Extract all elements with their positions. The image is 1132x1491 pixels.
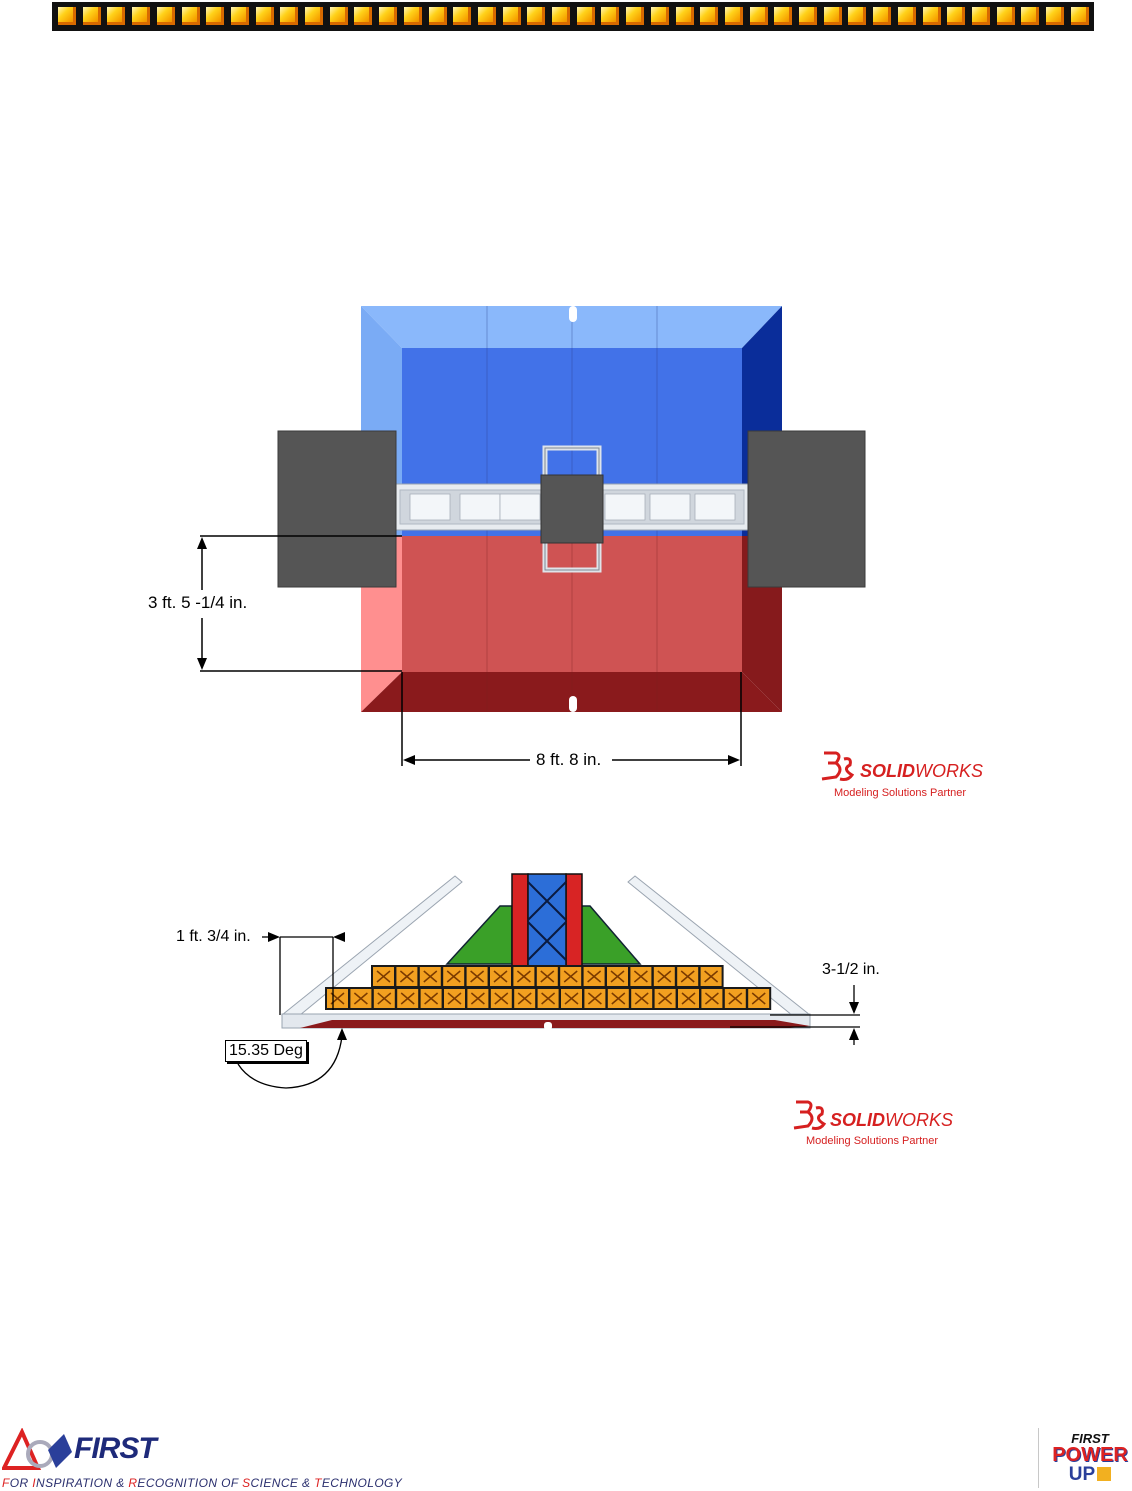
width-dimension (401, 672, 742, 766)
banner-square (58, 7, 76, 25)
first-tagline: FOR INSPIRATION & RECOGNITION OF SCIENCE… (2, 1476, 403, 1490)
banner-square (305, 7, 323, 25)
solidworks-watermark-2: SOLIDWORKS Modeling Solutions Partner (790, 1094, 970, 1154)
angle-label: 15.35 Deg (225, 1040, 307, 1062)
banner-square (280, 7, 299, 25)
banner-square (922, 7, 941, 25)
crate-stack (325, 965, 772, 1010)
top-banner (52, 2, 1094, 31)
right-bumper (747, 430, 866, 588)
banner-square (132, 7, 151, 25)
green-wedge-left (445, 905, 513, 965)
banner-square (774, 7, 793, 25)
thickness-label: 3-1/2 in. (822, 961, 880, 978)
banner-square (181, 7, 200, 25)
banner-square (82, 7, 101, 25)
banner-square (601, 7, 620, 25)
game-logo-power: POWER (1052, 1444, 1128, 1466)
watermark-brand-a: SOLID (830, 1110, 886, 1130)
banner-square (675, 7, 694, 25)
watermark-subtitle: Modeling Solutions Partner (806, 1135, 939, 1147)
banner-square (799, 7, 817, 25)
ds-logo-icon (793, 1100, 827, 1130)
banner-square (996, 7, 1015, 25)
banner-square (650, 7, 669, 25)
banner-square (897, 7, 916, 25)
bottom-notch (569, 696, 577, 712)
first-logo: FIRST (2, 1428, 182, 1472)
height-dimension (200, 535, 402, 672)
banner-square (329, 7, 348, 25)
top-view-drawing (197, 306, 866, 766)
banner-square (428, 7, 447, 25)
width-dimension-label: 8 ft. 8 in. (536, 750, 602, 769)
watermark-brand-b: WORKS (915, 761, 984, 781)
banner-square (156, 7, 175, 25)
red-bottom-bevel (361, 672, 782, 712)
ds-logo-icon (821, 751, 855, 781)
banner-square (749, 7, 768, 25)
side-red-plate (300, 1020, 810, 1028)
banner-square (971, 7, 990, 25)
first-logo-icon (2, 1428, 72, 1470)
banner-square (379, 7, 398, 25)
watermark-brand-a: SOLID (860, 761, 916, 781)
watermark-subtitle: Modeling Solutions Partner (834, 787, 967, 799)
banner-square (354, 7, 373, 25)
banner-square (823, 7, 842, 25)
banner-square (848, 7, 867, 25)
arrow-icon (1097, 1467, 1112, 1481)
red-pillar-left (511, 873, 529, 967)
green-wedge-right (577, 905, 642, 965)
banner-square (1021, 7, 1040, 25)
blue-top-bevel (361, 306, 782, 348)
red-pillar-right (565, 873, 583, 967)
footer-divider (1038, 1428, 1039, 1488)
banner-square (626, 7, 645, 25)
watermark-brand-b: WORKS (885, 1110, 954, 1130)
banner-square (576, 7, 595, 25)
game-logo-first: FIRST (1071, 1431, 1109, 1446)
banner-square (873, 7, 892, 25)
banner-square (552, 7, 570, 25)
banner-square (453, 7, 472, 25)
banner-square (477, 7, 496, 25)
banner-square (230, 7, 249, 25)
banner-square (527, 7, 546, 25)
scale-plate (540, 474, 604, 544)
top-notch (569, 306, 577, 322)
banner-square (1046, 7, 1064, 25)
side-view-drawing (237, 873, 860, 1089)
banner-square (724, 7, 743, 25)
banner-square (700, 7, 719, 25)
game-logo-up: UP (1052, 1465, 1128, 1484)
power-up-logo: FIRST POWER UP (1052, 1432, 1128, 1488)
solidworks-watermark: SOLIDWORKS Modeling Solutions Partner (818, 745, 998, 805)
left-bumper (277, 430, 397, 588)
banner-square (403, 7, 422, 25)
first-logo-text: FIRST (74, 1432, 157, 1465)
side-height-label: 1 ft. 3/4 in. (176, 928, 251, 945)
banner-square (107, 7, 126, 25)
banner-square (1070, 7, 1089, 25)
banner-square (206, 7, 225, 25)
banner-square (255, 7, 274, 25)
banner-square (947, 7, 966, 25)
height-dimension-label: 3 ft. 5 -1/4 in. (148, 593, 248, 612)
banner-square (502, 7, 521, 25)
